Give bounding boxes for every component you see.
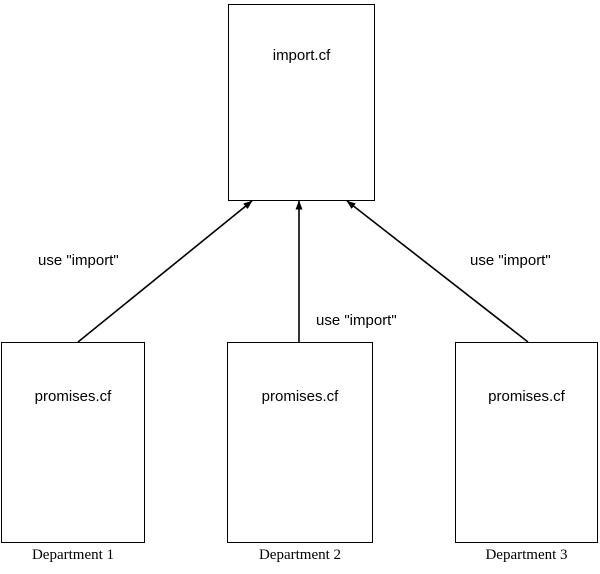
- edge-left-line: [77, 200, 253, 343]
- edge-label-left: use "import": [38, 252, 119, 269]
- node-promises-cf-department-3-label: promises.cf: [488, 388, 565, 405]
- caption-department-2: Department 2: [258, 547, 342, 563]
- edge-right-line: [346, 200, 529, 343]
- caption-department-3: Department 3: [485, 547, 568, 563]
- node-promises-cf-department-2[interactable]: promises.cf: [227, 342, 373, 543]
- node-import-cf[interactable]: import.cf: [228, 4, 375, 201]
- node-promises-cf-department-2-label: promises.cf: [261, 388, 339, 405]
- edge-label-right: use "import": [470, 252, 551, 269]
- node-import-cf-label: import.cf: [272, 47, 331, 64]
- node-promises-cf-department-1-label: promises.cf: [34, 388, 112, 405]
- caption-department-1: Department 1: [31, 547, 115, 563]
- node-promises-cf-department-1[interactable]: promises.cf: [1, 342, 145, 543]
- edge-label-middle: use "import": [316, 312, 397, 329]
- node-promises-cf-department-3[interactable]: promises.cf: [455, 342, 598, 543]
